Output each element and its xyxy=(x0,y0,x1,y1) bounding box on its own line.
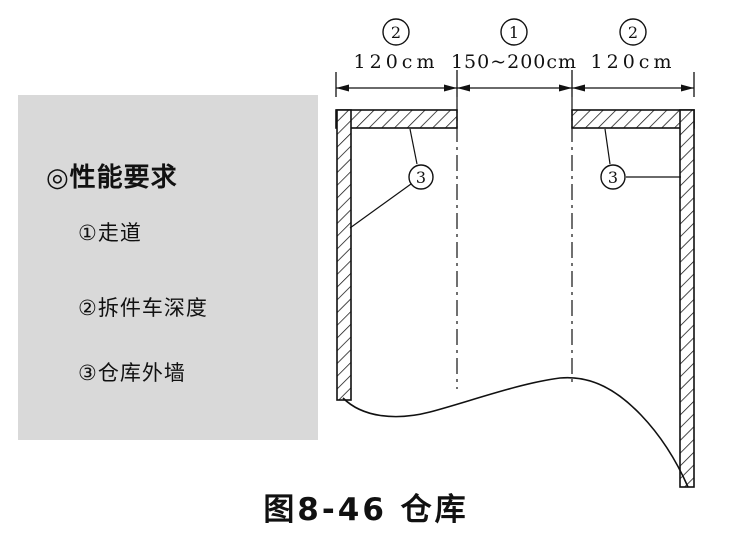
dim-marker-left: 2 xyxy=(382,18,410,46)
legend-panel: ◎性能要求 ①走道 ②拆件车深度 ③仓库外墙 xyxy=(18,95,318,440)
dim-marker-left-digit: 2 xyxy=(391,23,401,42)
wall-left xyxy=(336,109,352,401)
wall-top-right xyxy=(571,109,695,129)
center-lines xyxy=(456,97,573,389)
dim-marker-middle: 1 xyxy=(500,18,528,46)
dim-value-right: 120cm xyxy=(591,51,676,73)
dimension-arrowheads xyxy=(336,84,694,92)
legend-item-cart-depth: ②拆件车深度 xyxy=(78,296,208,320)
dim-value-left: 120cm xyxy=(354,51,439,73)
legend-item-outer-wall: ③仓库外墙 xyxy=(78,361,186,385)
callout-wall-right-digit: 3 xyxy=(608,168,618,187)
callout-wall-right: 3 xyxy=(600,128,681,190)
dimension-extension-lines xyxy=(335,70,695,97)
dim-marker-right-digit: 2 xyxy=(628,23,638,42)
wall-right xyxy=(679,109,695,488)
wall-top-left xyxy=(335,109,458,129)
dim-marker-right: 2 xyxy=(619,18,647,46)
callout-wall-left: 3 xyxy=(349,128,434,229)
figure-caption: 图8-46 仓库 xyxy=(263,492,469,528)
callout-wall-left-digit: 3 xyxy=(416,168,426,187)
dim-value-middle: 150~200cm xyxy=(451,51,577,73)
dim-marker-middle-digit: 1 xyxy=(509,23,519,42)
legend-item-walkway: ①走道 xyxy=(78,221,142,245)
ground-break-line xyxy=(342,376,689,488)
legend-title: ◎性能要求 xyxy=(46,163,178,193)
